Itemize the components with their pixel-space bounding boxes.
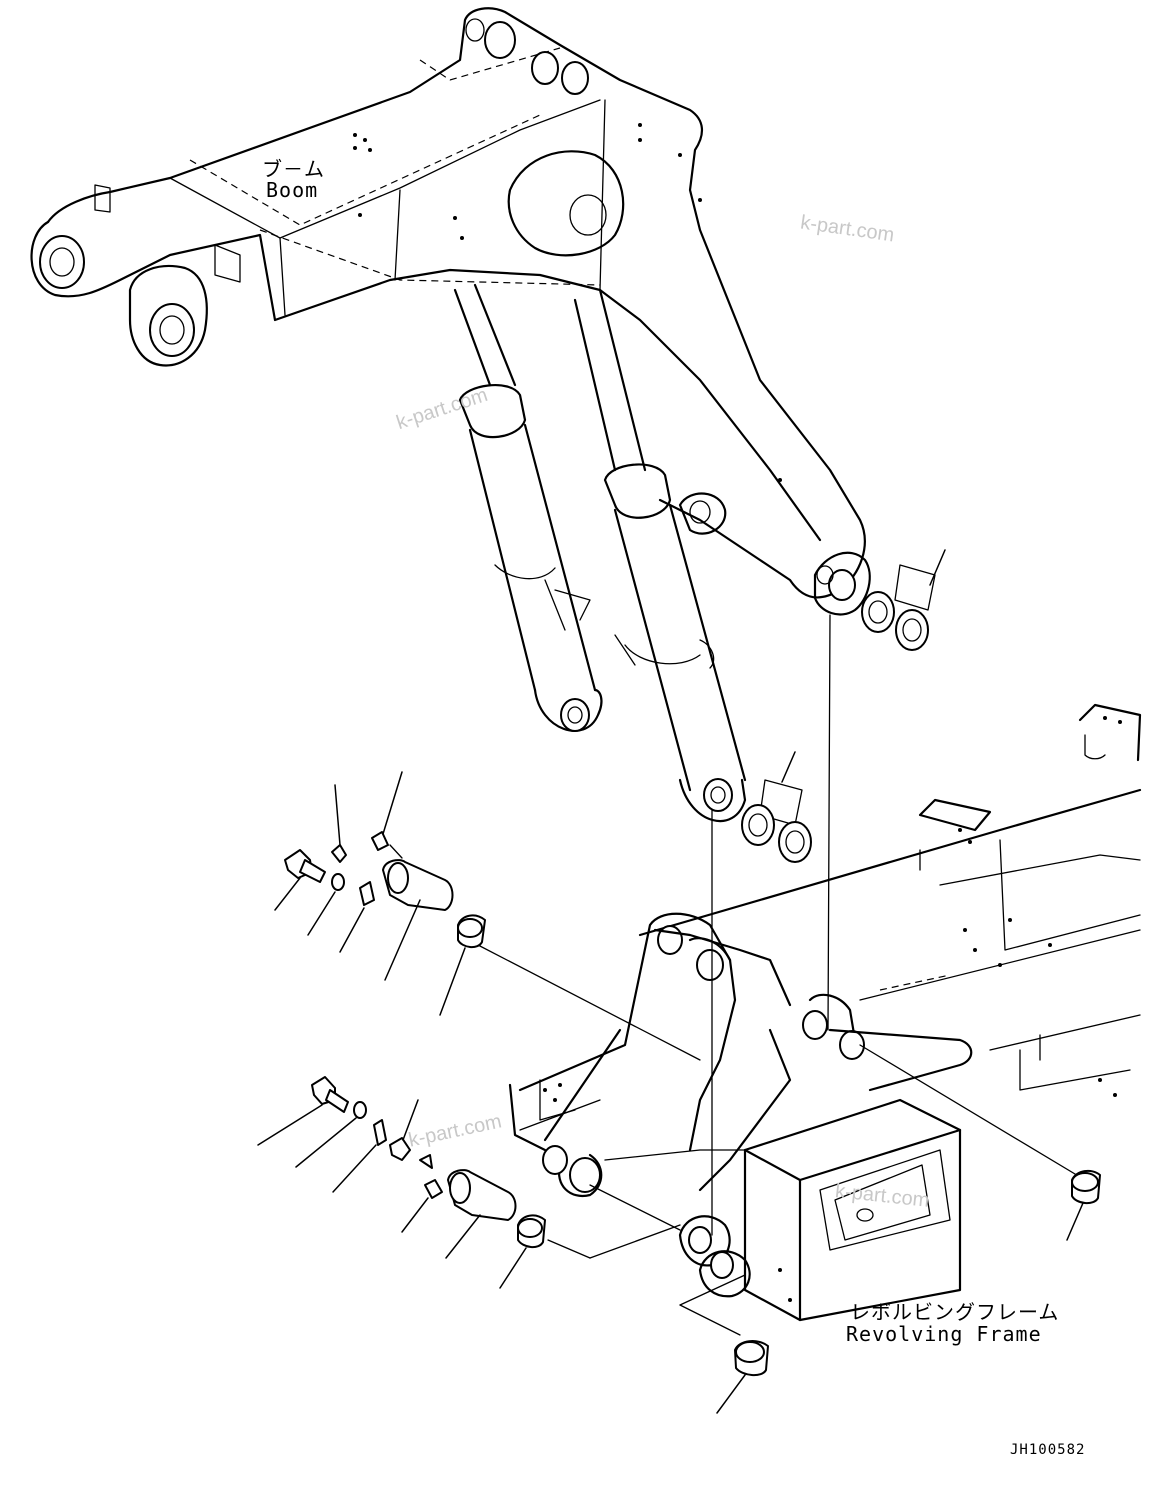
revolving-frame <box>508 703 1142 1322</box>
frame-label-en: Revolving Frame <box>846 1322 1042 1346</box>
boom <box>30 7 871 616</box>
boom-cylinders <box>453 283 747 823</box>
shims <box>741 549 946 863</box>
boom-label-en: Boom <box>266 178 319 202</box>
assembly-lines <box>389 614 1086 1336</box>
frame-bushings <box>716 1169 1101 1414</box>
drawing-number: JH100582 <box>1010 1442 1086 1458</box>
lower-pin-group <box>257 1076 546 1289</box>
boom-label-jp: ブ－ム <box>262 157 325 181</box>
frame-label-jp: レボルビングフレーム <box>850 1300 1060 1324</box>
upper-pin-group <box>274 771 486 1016</box>
